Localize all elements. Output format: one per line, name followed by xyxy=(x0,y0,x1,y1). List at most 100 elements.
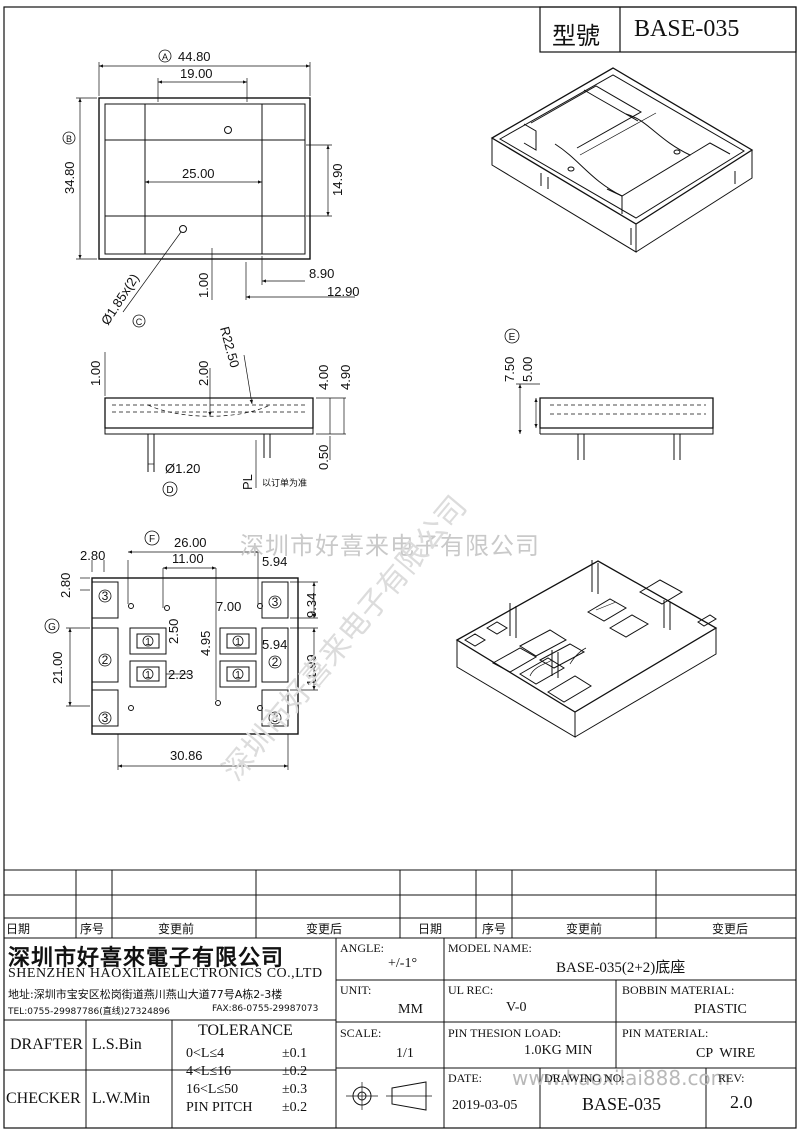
mark-g-circle xyxy=(44,618,60,634)
unit-value: MM xyxy=(398,1002,423,1017)
rev-header-after-1: 变更后 xyxy=(306,922,343,936)
company-tel: TEL:0755-29987786(直线)27324896 xyxy=(8,1007,171,1017)
unit-label: UNIT: xyxy=(340,983,372,997)
rev-header-before-2: 变更前 xyxy=(566,922,603,936)
watermark-url: www.haoxilai888.com xyxy=(512,1066,731,1090)
top-view xyxy=(76,62,355,313)
pin-label-1c: 1 xyxy=(235,637,241,648)
mark-d: D xyxy=(166,485,173,496)
pin-label-3b: 3 xyxy=(102,711,109,725)
rev-label: REV: xyxy=(718,1071,745,1085)
rev-header-date-2: 日期 xyxy=(418,922,443,936)
rev-header-no-2: 序号 xyxy=(482,922,507,936)
mark-c-circle xyxy=(132,314,146,328)
dim-8-90: 8.90 xyxy=(309,266,334,281)
dim-2-23: 2.23 xyxy=(168,667,193,682)
pin-label-3d: 3 xyxy=(272,711,279,725)
rev-value: 2.0 xyxy=(730,1092,753,1112)
drafter-value: L.S.Bin xyxy=(92,1036,142,1053)
ul-rec-value: V-0 xyxy=(506,1000,527,1015)
dim-4-00: 4.00 xyxy=(316,365,331,390)
dim-2-50: 2.50 xyxy=(166,619,181,644)
dim-front-1-00: 1.00 xyxy=(88,361,103,386)
dim-25-00: 25.00 xyxy=(182,166,215,181)
dim-11-00: 11.00 xyxy=(172,551,204,566)
model-label: 型號 xyxy=(552,22,600,50)
company-name-en: SHENZHEN HAOXILAIELECTRONICS CO.,LTD xyxy=(8,966,323,981)
dim-pl: PL xyxy=(240,474,255,490)
dim-1-00-top: 1.00 xyxy=(196,273,211,298)
scale-label: SCALE: xyxy=(340,1026,382,1040)
bobbin-material-value: PIASTIC xyxy=(694,1002,747,1017)
dim-2-80-top: 2.80 xyxy=(80,548,105,563)
dim-7-00: 7.00 xyxy=(216,599,241,614)
dim-2-80-left: 2.80 xyxy=(58,573,73,598)
dim-21-00: 21.00 xyxy=(50,651,65,684)
pin-tension-label: PIN THESION LOAD: xyxy=(448,1026,562,1040)
pin-label-3c: 3 xyxy=(272,595,279,609)
tolerance-range-1: 4<L≤16 xyxy=(186,1064,232,1079)
front-view xyxy=(104,352,346,488)
tolerance-value-0: ±0.1 xyxy=(282,1046,308,1061)
dim-12-90: 12.90 xyxy=(327,284,360,299)
mark-b: B xyxy=(66,134,72,144)
side-view-labels: E 7.50 5.00 xyxy=(502,328,535,382)
dim-11-99: 11.99 xyxy=(304,654,319,686)
company-address: 地址:深圳市宝安区松岗街道燕川燕山大道77号A栋2-3楼 xyxy=(8,988,283,1001)
dim-26-00: 26.00 xyxy=(174,535,207,550)
mark-f: F xyxy=(149,534,155,545)
dim-7-50: 7.50 xyxy=(502,357,517,382)
title-block-grid xyxy=(4,869,796,1128)
tolerance-value-3: ±0.2 xyxy=(282,1100,308,1115)
dim-5-00: 5.00 xyxy=(520,357,535,382)
dim-19-00: 19.00 xyxy=(180,66,213,81)
tolerance-title: TOLERANCE xyxy=(198,1022,293,1039)
date-label: DATE: xyxy=(448,1071,482,1085)
pin-label-2a: 2 xyxy=(102,653,109,667)
mark-c: C xyxy=(136,317,143,327)
mark-a-circle xyxy=(158,49,172,63)
date-value: 2019-03-05 xyxy=(452,1098,518,1113)
rev-header-before-1: 变更前 xyxy=(158,922,195,936)
dim-4-95: 4.95 xyxy=(198,631,213,656)
angle-value: +/-1° xyxy=(388,956,418,971)
pin-tension-value: 1.0KG MIN xyxy=(524,1043,593,1058)
watermark-company: 深圳市好喜来电子有限公司 xyxy=(240,532,540,560)
dim-9-34: 9.34 xyxy=(304,593,319,618)
pin-label-1b: 1 xyxy=(145,670,151,681)
pin-label-1a: 1 xyxy=(145,637,151,648)
top-view-labels: A 44.80 19.00 B 34.80 25.00 14.90 1.00 8… xyxy=(62,49,360,328)
dim-5-94-top: 5.94 xyxy=(262,554,287,569)
model-value: BASE-035 xyxy=(634,16,740,42)
bobbin-material-label: BOBBIN MATERIAL: xyxy=(622,983,735,997)
model-name-label: MODEL NAME: xyxy=(448,941,532,955)
rev-header-no-1: 序号 xyxy=(80,922,105,936)
company-fax: FAX:86-0755-29987073 xyxy=(212,1004,319,1014)
side-view xyxy=(516,383,714,460)
dim-0-50: 0.50 xyxy=(316,445,331,470)
drawing-no-value: BASE-035 xyxy=(582,1094,662,1114)
tolerance-value-1: ±0.2 xyxy=(282,1064,308,1079)
bottom-view-labels: F 26.00 2.80 2.80 11.00 5.94 9.34 7.00 2… xyxy=(44,530,319,763)
company-name-cn: 深圳市好喜來電子有限公司 xyxy=(8,945,285,971)
bottom-view-pins: 3 2 3 3 2 3 1 1 1 1 xyxy=(98,589,282,725)
sheet-border xyxy=(3,6,797,1129)
mark-f-circle xyxy=(144,530,160,546)
mark-a: A xyxy=(162,52,168,62)
dim-4-90: 4.90 xyxy=(338,365,353,390)
dim-30-86: 30.86 xyxy=(170,748,203,763)
angle-label: ANGLE: xyxy=(340,941,384,955)
rev-header-after-2: 变更后 xyxy=(712,922,749,936)
dim-front-2-00: 2.00 xyxy=(196,361,211,386)
pin-material-value: CP WIRE xyxy=(696,1046,756,1061)
dim-radius: R22.50 xyxy=(217,325,242,369)
bottom-view xyxy=(66,550,318,770)
dim-pin-dia: Ø1.20 xyxy=(165,461,200,476)
model-title-box xyxy=(539,6,797,53)
pin-label-1d: 1 xyxy=(235,670,241,681)
ul-rec-label: UL REC: xyxy=(448,983,494,997)
pin-material-label: PIN MATERIAL: xyxy=(622,1026,709,1040)
tolerance-range-2: 16<L≤50 xyxy=(186,1082,239,1097)
rev-header-date-1: 日期 xyxy=(6,922,31,936)
